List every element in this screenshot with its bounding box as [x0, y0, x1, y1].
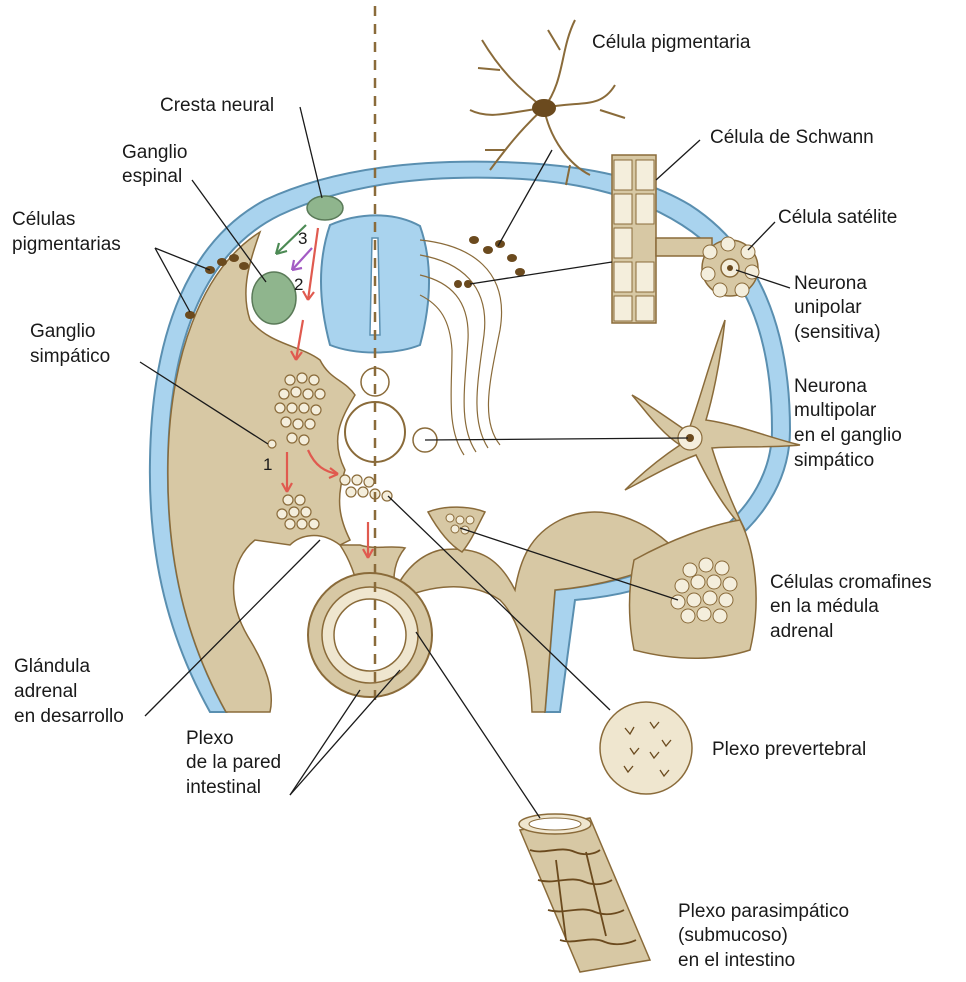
spinal-nerve-fibres: [420, 240, 502, 455]
label-pigment-cell: Célula pigmentaria: [592, 32, 751, 53]
prevertebral-plexus-illustration: [600, 702, 692, 794]
label-adrenal-3: en desarrollo: [14, 706, 124, 727]
label-unipolar-1: Neurona: [794, 273, 867, 294]
neural-crest-mass: [307, 196, 343, 220]
arrow-red-1: [308, 228, 318, 300]
migration-number-1: 1: [263, 455, 272, 474]
schwann-satellite-illustration: [612, 155, 759, 323]
label-chromaffin-1: Células cromafines: [770, 572, 932, 593]
label-multipolar-2: multipolar: [794, 400, 877, 421]
label-intestinal-plexus-2: de la pared: [186, 752, 281, 773]
label-multipolar-1: Neurona: [794, 376, 867, 397]
arrow-purple: [292, 248, 312, 270]
migration-number-2: 2: [294, 275, 303, 294]
label-parasympathetic-3: en el intestino: [678, 950, 795, 971]
label-spinal-ganglion-1: Ganglio: [122, 142, 188, 163]
label-multipolar-4: simpático: [794, 450, 874, 471]
intestine-tube-illustration: [519, 814, 650, 972]
migration-number-3: 3: [298, 229, 307, 248]
label-neural-crest: Cresta neural: [160, 95, 274, 116]
label-parasympathetic-2: (submucoso): [678, 925, 788, 946]
label-pigment-cells-2: pigmentarias: [12, 234, 121, 255]
label-chromaffin-3: adrenal: [770, 621, 833, 642]
label-parasympathetic-1: Plexo parasimpático: [678, 901, 849, 922]
label-chromaffin-2: en la médula: [770, 596, 879, 617]
adrenal-small-piece: [428, 507, 485, 552]
gut-ring: [308, 573, 432, 697]
preaortic-cells: [340, 475, 392, 501]
spinal-ganglion-mass: [252, 272, 296, 324]
label-unipolar-3: (sensitiva): [794, 322, 881, 343]
label-sympathetic-ganglion-1: Ganglio: [30, 321, 96, 342]
label-satellite-cell: Célula satélite: [778, 207, 897, 228]
label-pigment-cells-1: Células: [12, 209, 75, 230]
label-intestinal-plexus-1: Plexo: [186, 728, 234, 749]
label-spinal-ganglion-2: espinal: [122, 166, 182, 187]
label-adrenal-2: adrenal: [14, 681, 77, 702]
label-adrenal-1: Glándula: [14, 656, 90, 677]
label-intestinal-plexus-3: intestinal: [186, 777, 261, 798]
label-schwann-cell: Célula de Schwann: [710, 127, 874, 148]
label-prevertebral: Plexo prevertebral: [712, 739, 866, 760]
label-sympathetic-ganglion-2: simpático: [30, 346, 110, 367]
label-multipolar-3: en el ganglio: [794, 425, 902, 446]
label-unipolar-2: unipolar: [794, 297, 862, 318]
